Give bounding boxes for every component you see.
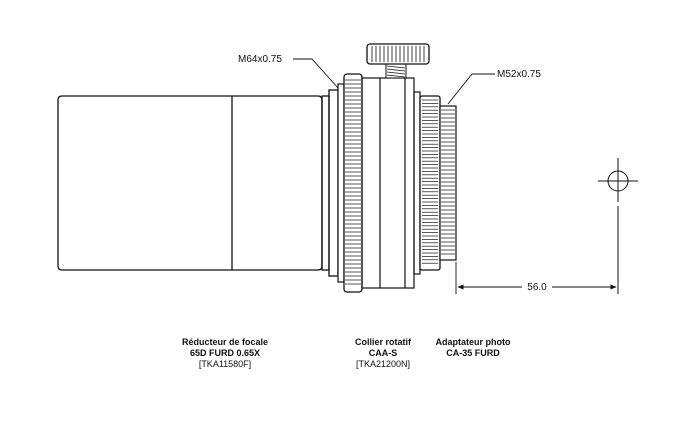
caption-photo-adapter-model: CA-35 FURD	[446, 348, 500, 358]
caption-rotating-collar: Collier rotatif CAA-S [TKA21200N]	[308, 337, 458, 370]
photo-adapter	[419, 95, 457, 271]
thread-label-m64: M64x0.75	[238, 54, 282, 65]
thread-label-m52: M52x0.75	[497, 69, 541, 80]
caption-rotating-collar-title: Collier rotatif	[354, 337, 411, 347]
screw-thread-line	[386, 71, 406, 75]
screw-thread-line	[386, 74, 406, 78]
caption-focal-reducer-title: Réducteur de focale	[181, 337, 269, 347]
caption-rotating-collar-ref: [TKA21200N]	[355, 359, 411, 369]
screw-thread-line	[386, 65, 406, 69]
dimension-value: 56.0	[527, 282, 547, 293]
caption-focal-reducer-model: 65D FURD 0.65X	[189, 348, 261, 358]
focal-reducer-body	[57, 89, 339, 277]
caption-rotating-collar-model: CAA-S	[368, 348, 398, 358]
m64-thread-ring	[337, 73, 363, 293]
dimension-56	[455, 262, 617, 294]
focal-plane-crosshair	[598, 158, 638, 294]
caption-focal-reducer-ref: [TKA11580F]	[198, 359, 252, 369]
caption-photo-adapter-title: Adaptateur photo	[435, 337, 511, 347]
caption-photo-adapter: Adaptateur photo CA-35 FURD	[398, 337, 548, 359]
rotating-collar	[361, 77, 421, 289]
thumb-screw	[366, 43, 430, 79]
screw-thread-line	[386, 68, 406, 72]
thread-callouts	[293, 58, 495, 105]
caption-focal-reducer: Réducteur de focale 65D FURD 0.65X [TKA1…	[150, 337, 300, 370]
